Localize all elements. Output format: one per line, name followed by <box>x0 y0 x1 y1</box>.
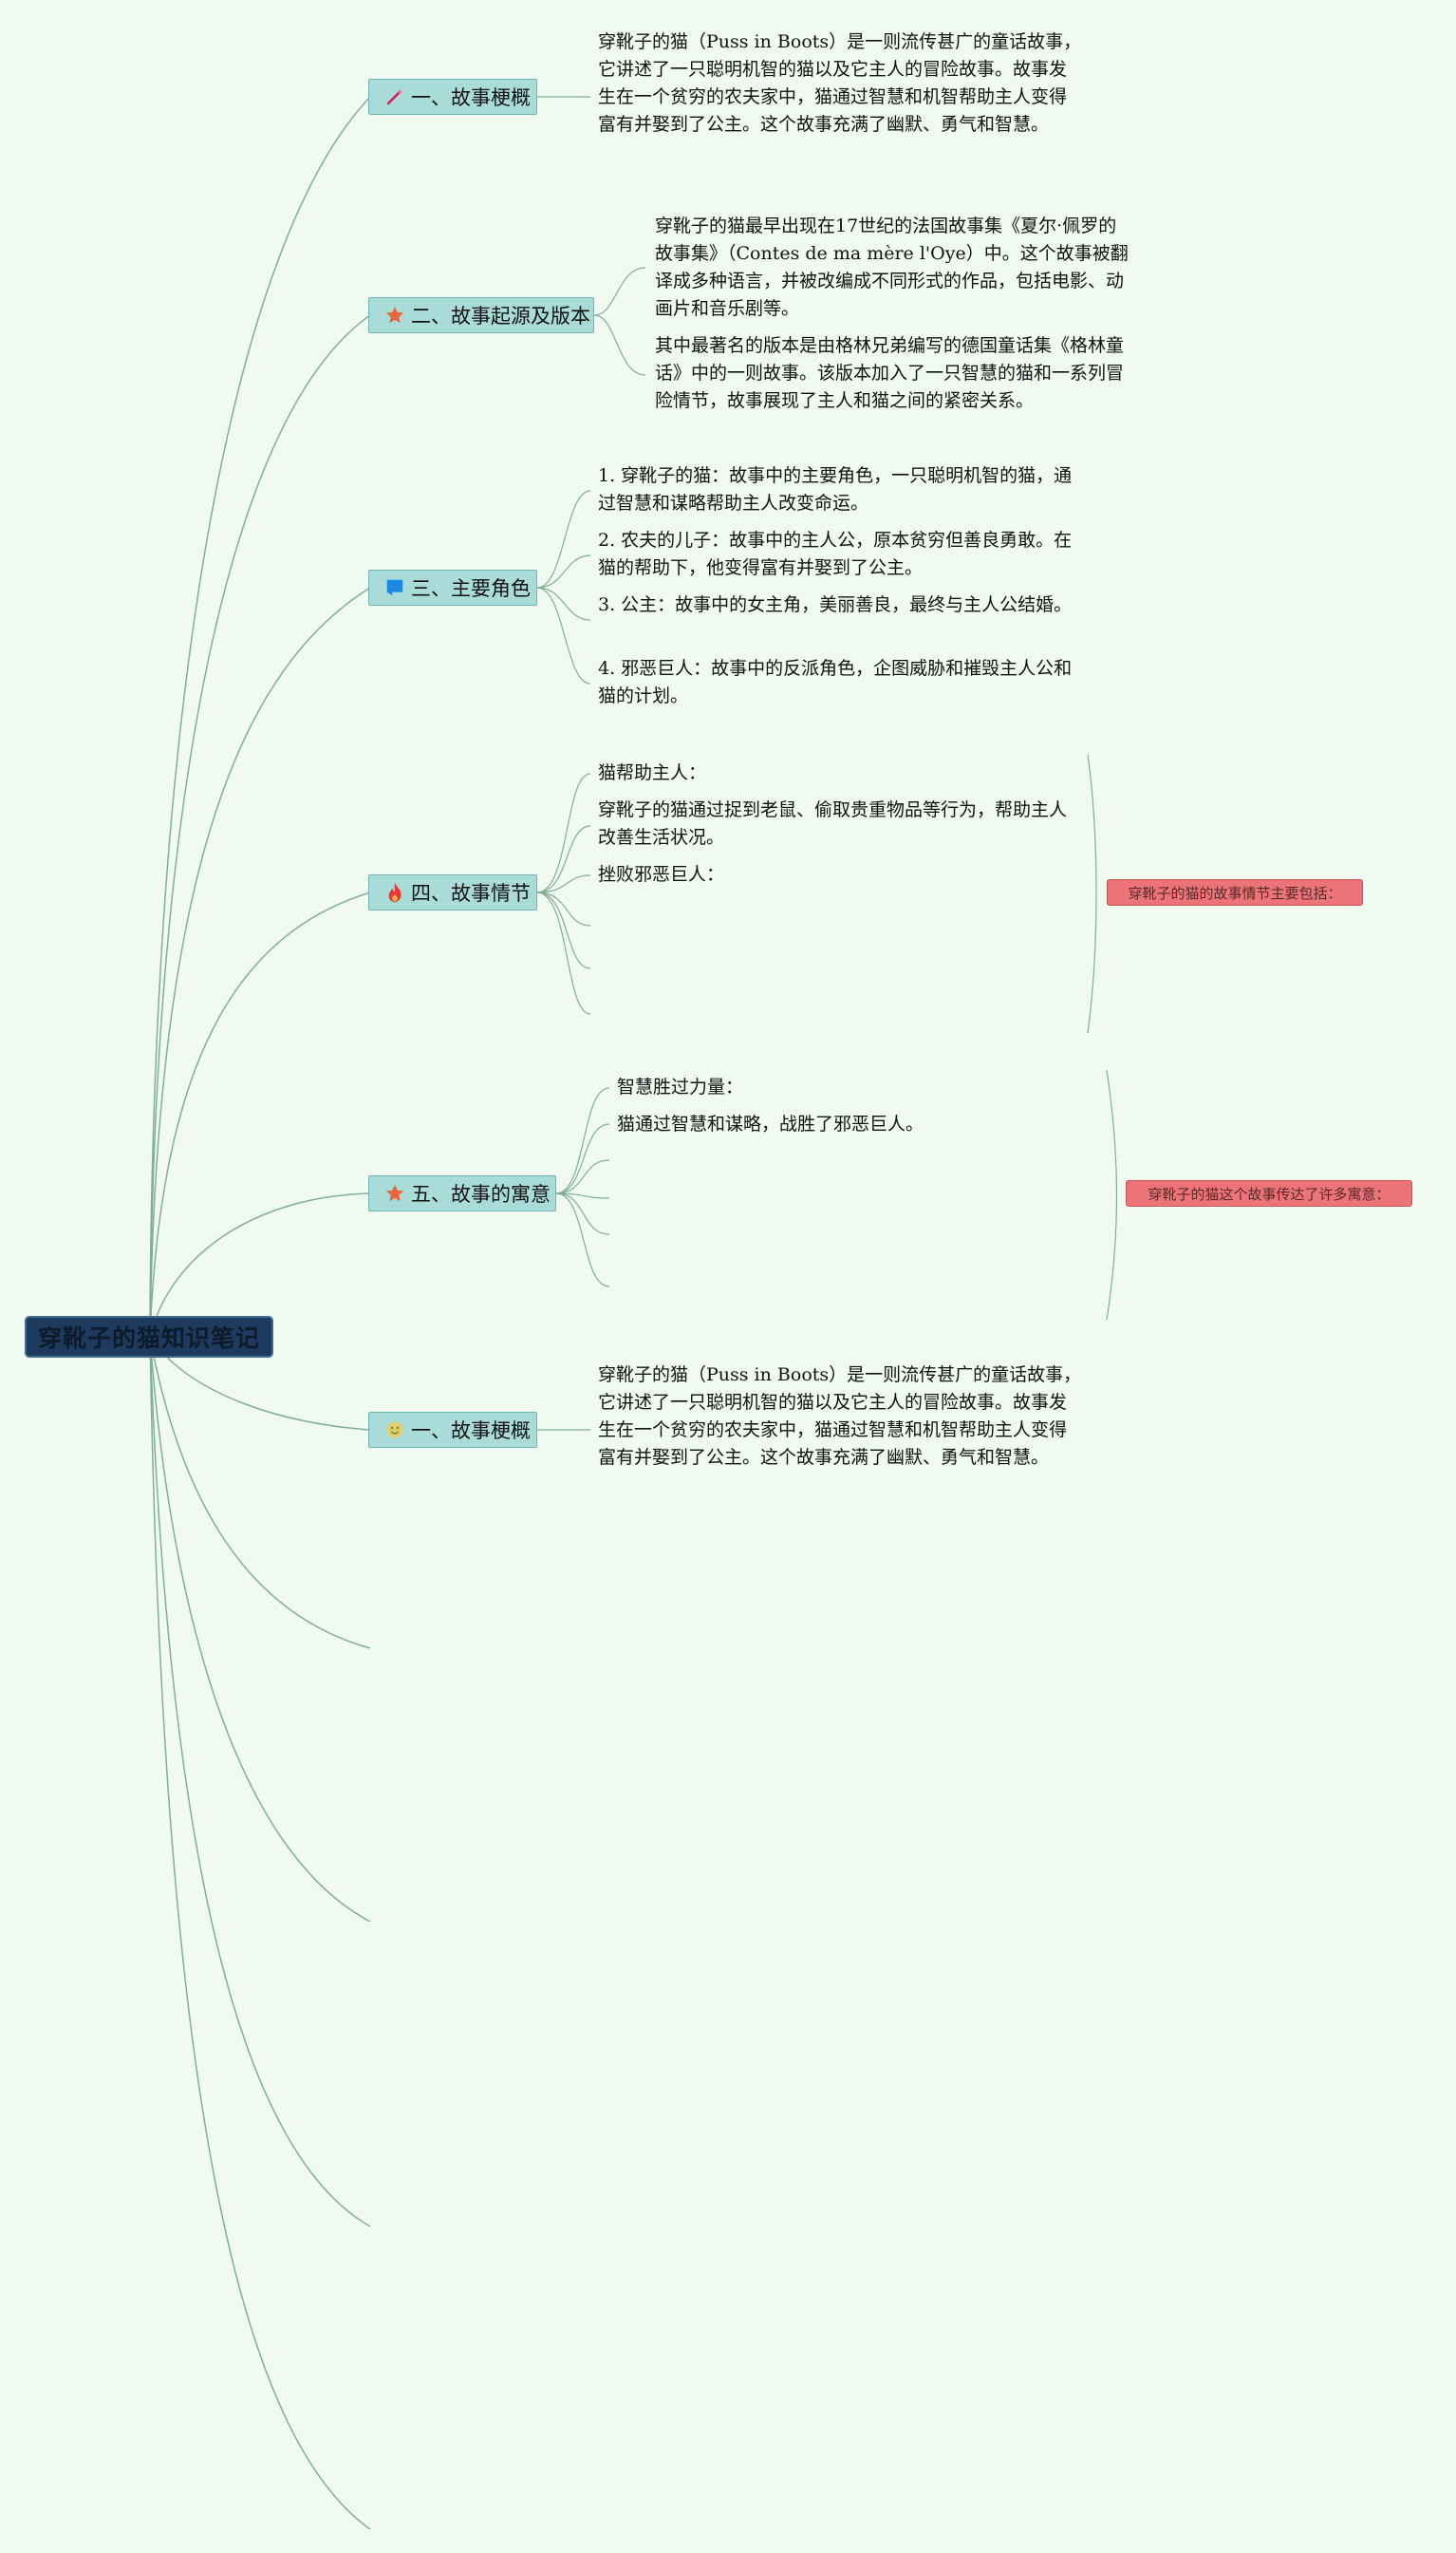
branch-label: 四、故事情节 <box>411 882 531 905</box>
leaf-text[interactable]: 挫败邪恶巨人： <box>598 864 725 885</box>
plot-callout[interactable]: 穿靴子的猫的故事情节主要包括： <box>1107 879 1363 906</box>
link-b3-leaf-1 <box>536 490 591 589</box>
leaf-text[interactable]: 猫通过智慧和谋略，战胜了邪恶巨人。 <box>617 1114 924 1135</box>
branch-topic-origin[interactable]: 二、故事起源及版本 <box>368 297 594 333</box>
link-b2-leaf-2 <box>593 314 646 376</box>
link-b5-empty-2 <box>555 1192 610 1199</box>
link-root-branch-6 <box>149 1336 371 1431</box>
link-root-empty-4 <box>149 1336 371 2530</box>
fire-icon <box>384 882 405 903</box>
leaf-text[interactable]: 穿靴子的猫（Puss in Boots）是一则流传甚广的童话故事，它讲述了一只聪… <box>598 31 1082 135</box>
link-root-branch-1 <box>149 96 371 1338</box>
link-b5-leaf-2 <box>555 1123 610 1194</box>
branch-topic-summary-repeat[interactable]: 一、故事梗概 <box>368 1412 537 1448</box>
link-b4-empty-3 <box>536 892 591 1015</box>
link-root-empty-3 <box>149 1336 371 2227</box>
link-b2-leaf-1 <box>593 267 646 316</box>
link-root-branch-2 <box>149 314 371 1338</box>
leaf-text[interactable]: 3. 公主：故事中的女主角，美丽善良，最终与主人公结婚。 <box>598 594 1073 615</box>
leaf-text[interactable]: 4. 邪恶巨人：故事中的反派角色，企图威胁和摧毁主人公和猫的计划。 <box>598 658 1073 706</box>
magic-wand-icon <box>384 86 405 107</box>
link-b4-leaf-2 <box>536 825 591 893</box>
leaf-text[interactable]: 穿靴子的猫（Puss in Boots）是一则流传甚广的童话故事，它讲述了一只聪… <box>598 1364 1082 1468</box>
link-b4-empty-1 <box>536 892 591 927</box>
branch-topic-summary[interactable]: 一、故事梗概 <box>368 79 537 115</box>
branch-label: 五、故事的寓意 <box>411 1183 551 1206</box>
leaf-text[interactable]: 猫帮助主人： <box>598 762 707 783</box>
leaf-text[interactable]: 2. 农夫的儿子：故事中的主人公，原本贫穷但善良勇敢。在猫的帮助下，他变得富有并… <box>598 530 1073 578</box>
link-b5-empty-3 <box>555 1192 610 1235</box>
link-root-branch-4 <box>149 892 371 1338</box>
branch-topic-moral[interactable]: 五、故事的寓意 <box>368 1175 556 1211</box>
branch-label: 三、主要角色 <box>411 577 531 600</box>
link-root-empty-2 <box>149 1336 371 1923</box>
leaf-text[interactable]: 智慧胜过力量： <box>617 1077 744 1098</box>
leaf-text[interactable]: 其中最著名的版本是由格林兄弟编写的德国童话集《格林童话》中的一则故事。该版本加入… <box>655 335 1125 411</box>
link-root-branch-5 <box>149 1192 371 1338</box>
flag-icon <box>384 577 405 598</box>
branch-label: 一、故事梗概 <box>411 86 531 109</box>
branch-label: 一、故事梗概 <box>411 1419 531 1442</box>
moral-callout[interactable]: 穿靴子的猫这个故事传达了许多寓意： <box>1126 1180 1412 1207</box>
star-icon <box>384 1183 405 1204</box>
link-b3-leaf-3 <box>536 587 591 621</box>
link-b5-empty-4 <box>555 1192 610 1287</box>
link-b3-leaf-4 <box>536 587 591 685</box>
link-b3-leaf-2 <box>536 554 591 589</box>
link-root-empty-1 <box>149 1336 371 1649</box>
star-icon <box>384 305 405 326</box>
link-b4-empty-2 <box>536 892 591 969</box>
callout-bracket-4 <box>1087 754 1097 1034</box>
link-root-branch-3 <box>149 587 371 1338</box>
branch-topic-plot[interactable]: 四、故事情节 <box>368 874 537 910</box>
leaf-text[interactable]: 穿靴子的猫最早出现在17世纪的法国故事集《夏尔·佩罗的故事集》（Contes d… <box>655 216 1129 319</box>
branch-label: 二、故事起源及版本 <box>411 305 590 328</box>
callout-bracket-5 <box>1106 1069 1118 1321</box>
link-b5-empty-1 <box>555 1159 610 1194</box>
link-b4-leaf-1 <box>536 773 591 893</box>
leaf-text[interactable]: 穿靴子的猫通过捉到老鼠、偷取贵重物品等行为，帮助主人改善生活状况。 <box>598 799 1068 848</box>
link-b4-leaf-3 <box>536 874 591 893</box>
leaf-text[interactable]: 1. 穿靴子的猫：故事中的主要角色，一只聪明机智的猫，通过智慧和谋略帮助主人改变… <box>598 465 1073 514</box>
branch-topic-characters[interactable]: 三、主要角色 <box>368 570 537 606</box>
root-topic[interactable]: 穿靴子的猫知识笔记 <box>25 1316 273 1358</box>
link-b5-leaf-1 <box>555 1087 610 1194</box>
smiley-icon <box>384 1419 405 1440</box>
